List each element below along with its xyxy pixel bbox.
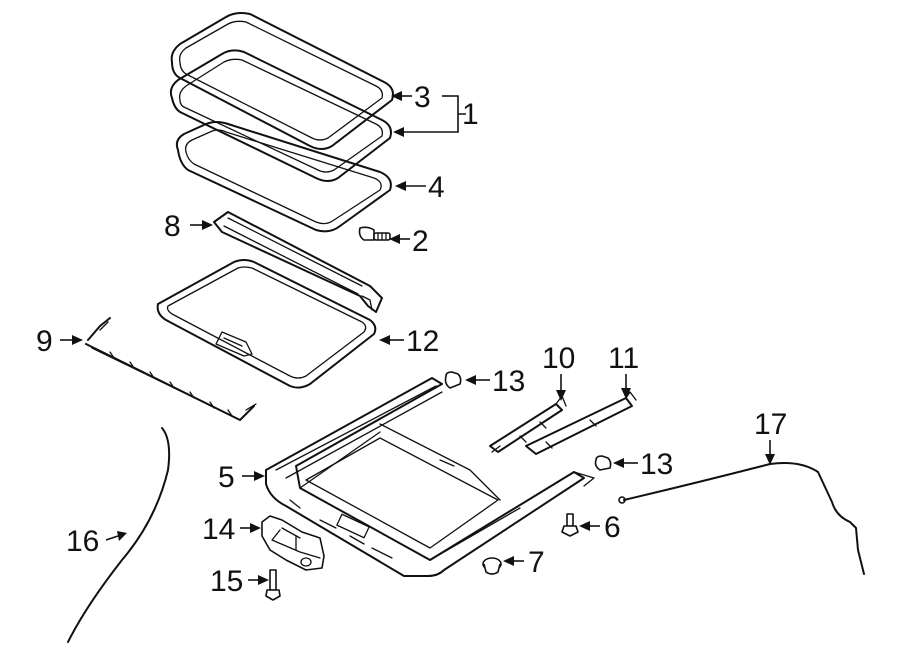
leader-6 [579, 521, 600, 531]
part-9-drain-trough [85, 317, 257, 421]
leader-4 [395, 181, 426, 191]
part-10-link-bracket [489, 395, 567, 453]
leader-5 [242, 471, 265, 481]
callout-9: 9 [36, 325, 53, 358]
leader-14 [240, 523, 261, 533]
callout-13-lower: 13 [640, 448, 673, 481]
callout-2: 2 [412, 225, 429, 258]
part-15-bolt [265, 569, 281, 601]
part-3-glass-seal [170, 12, 394, 150]
part-1-glass-panel [169, 49, 392, 182]
part-13-clip-upper [444, 371, 462, 389]
leader-12 [379, 335, 404, 345]
part-7-nut [482, 557, 502, 575]
part-5-sunroof-frame [265, 377, 595, 577]
leader-3 [391, 91, 454, 101]
callout-8: 8 [164, 210, 181, 243]
leader-16 [105, 531, 127, 541]
leader-13-lower [613, 458, 638, 468]
leader-2 [389, 234, 410, 244]
callout-15: 15 [210, 565, 243, 598]
part-13-clip-lower [594, 455, 612, 471]
leader-7 [503, 556, 524, 566]
callout-10: 10 [542, 342, 575, 375]
callout-4: 4 [428, 171, 445, 204]
leader-13-upper [465, 375, 490, 385]
part-8-wind-deflector [213, 211, 383, 313]
callout-3: 3 [414, 81, 431, 114]
callout-7: 7 [528, 546, 545, 579]
part-2-bolt [358, 226, 391, 241]
leader-17 [765, 440, 775, 465]
callout-16: 16 [66, 525, 99, 558]
leader-11 [621, 374, 631, 399]
leader-9 [60, 335, 83, 345]
part-4-lower-seal [175, 121, 392, 233]
part-16-drain-hose [67, 427, 171, 643]
callout-11: 11 [608, 342, 639, 375]
part-12-sunshade [156, 259, 377, 389]
leader-15 [248, 575, 269, 585]
part-17-drain-hose-rear [618, 462, 865, 575]
leader-10 [556, 374, 566, 401]
callout-13-upper: 13 [492, 365, 525, 398]
leader-8 [190, 220, 213, 230]
callout-17: 17 [754, 408, 787, 441]
callout-1: 1 [462, 98, 479, 131]
part-14-drive-motor [261, 515, 325, 571]
leader-1-bracket [393, 95, 466, 137]
callout-14: 14 [202, 513, 235, 546]
part-6-bolt [561, 513, 579, 537]
callout-12: 12 [406, 325, 439, 358]
callout-6: 6 [604, 511, 621, 544]
callout-5: 5 [218, 461, 235, 494]
